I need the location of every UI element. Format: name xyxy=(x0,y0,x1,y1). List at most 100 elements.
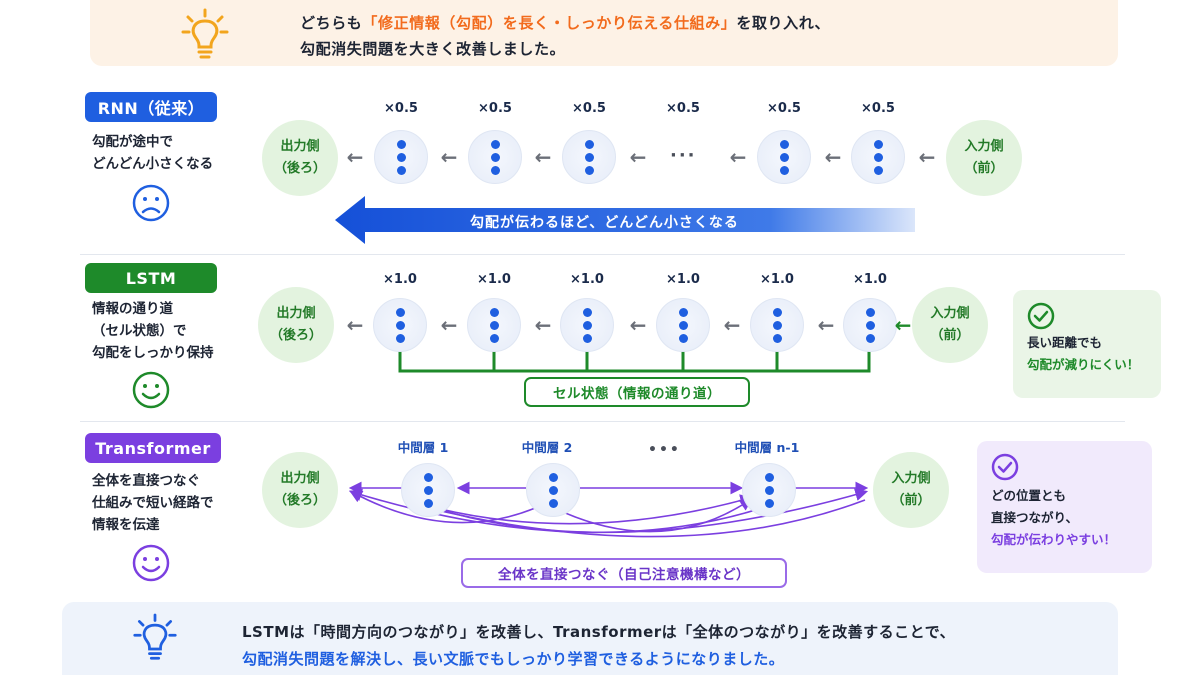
smile-face-icon xyxy=(132,371,170,409)
rnn-multiplier: ×0.5 xyxy=(384,101,418,116)
top-banner-text: どちらも「修正情報（勾配）を長く・しっかり伝える仕組み」を取り入れ、 勾配消失問… xyxy=(300,10,830,62)
lightbulb-icon xyxy=(181,8,229,59)
rnn-multiplier: ×0.5 xyxy=(572,101,606,116)
rnn-multiplier: ×0.5 xyxy=(666,101,700,116)
lstm-desc-line1: 情報の通り道 xyxy=(92,301,173,317)
transformer-note-line3: 勾配が伝わりやすい！ xyxy=(991,532,1117,547)
transformer-note-line1: どの位置とも xyxy=(991,488,1067,503)
summary-line1: LSTMは「時間方向のつながり」を改善し、Transformerは「全体のつなが… xyxy=(242,623,956,641)
cell-state-label: セル状態（情報の通り道） xyxy=(524,377,750,407)
direct-connect-label: 全体を直接つなぐ（自己注意機構など） xyxy=(461,558,787,588)
lstm-desc-line2: （セル状態）で xyxy=(92,323,187,339)
arrow-left-icon: ← xyxy=(817,313,835,337)
transformer-output-label: 出力側 xyxy=(280,471,320,486)
transformer-desc-line1: 全体を直接つなぐ xyxy=(92,473,200,489)
arrow-left-icon: ← xyxy=(918,145,936,169)
top-banner xyxy=(90,0,1118,66)
smile-face-icon xyxy=(132,544,170,582)
transformer-badge: Transformer xyxy=(85,433,221,463)
rnn-flow-text: 勾配が伝わるほど、どんどん小さくなる xyxy=(470,215,739,231)
arrow-left-icon: ← xyxy=(894,313,912,337)
section-divider xyxy=(80,254,1125,255)
rnn-output-endpoint: 出力側 （後ろ） xyxy=(262,120,338,196)
rnn-node xyxy=(374,130,428,184)
transformer-layer-label: 中間層 n-1 xyxy=(734,440,800,455)
transformer-node xyxy=(526,463,580,517)
transformer-desc-line3: 情報を伝達 xyxy=(92,517,160,533)
transformer-description: 全体を直接つなぐ 仕組みで短い経路で 情報を伝達 xyxy=(92,470,214,536)
arrow-left-icon: ← xyxy=(346,313,364,337)
lstm-output-label: 出力側 xyxy=(276,306,316,321)
banner-line1-pre: どちらも xyxy=(300,14,363,32)
lstm-multiplier: ×1.0 xyxy=(383,272,417,287)
transformer-layer-label: 中間層 1 xyxy=(397,440,449,455)
arrow-left-icon: ← xyxy=(440,145,458,169)
transformer-node xyxy=(401,463,455,517)
rnn-input-endpoint: 入力側 （前） xyxy=(946,120,1022,196)
banner-line1-highlight: 「修正情報（勾配）を長く・しっかり伝える仕組み」 xyxy=(362,14,737,32)
rnn-multiplier: ×0.5 xyxy=(767,101,801,116)
transformer-output-endpoint: 出力側 （後ろ） xyxy=(262,452,338,528)
lstm-note-box: 長い距離でも 勾配が減りにくい！ xyxy=(1013,290,1161,398)
lstm-multiplier: ×1.0 xyxy=(853,272,887,287)
lstm-node xyxy=(467,298,521,352)
rnn-multiplier: ×0.5 xyxy=(861,101,895,116)
lstm-node xyxy=(560,298,614,352)
rnn-output-label: 出力側 xyxy=(280,139,320,154)
arrow-left-icon: ← xyxy=(534,145,552,169)
lstm-input-endpoint: 入力側 （前） xyxy=(912,287,988,363)
banner-line2: 勾配消失問題を大きく改善しました。 xyxy=(300,40,566,58)
lstm-badge: LSTM xyxy=(85,263,217,293)
lstm-description: 情報の通り道 （セル状態）で 勾配をしっかり保持 xyxy=(92,298,214,364)
lstm-multiplier: ×1.0 xyxy=(760,272,794,287)
lstm-desc-line3: 勾配をしっかり保持 xyxy=(92,345,214,361)
banner-line1-post: を取り入れ、 xyxy=(736,14,831,32)
summary-text: LSTMは「時間方向のつながり」を改善し、Transformerは「全体のつなが… xyxy=(242,619,955,673)
transformer-input-label: 入力側 xyxy=(891,471,931,486)
check-circle-icon xyxy=(991,453,1019,481)
lstm-node xyxy=(843,298,897,352)
arrow-left-icon: ← xyxy=(723,313,741,337)
lstm-multiplier: ×1.0 xyxy=(570,272,604,287)
rnn-node xyxy=(851,130,905,184)
arrow-left-icon: ← xyxy=(629,313,647,337)
transformer-layer-label: 中間層 2 xyxy=(521,440,573,455)
lstm-multiplier: ×1.0 xyxy=(666,272,700,287)
check-circle-icon xyxy=(1027,302,1055,330)
lstm-input-sublabel: （前） xyxy=(930,328,970,343)
rnn-badge: RNN（従来） xyxy=(85,92,217,122)
transformer-desc-line2: 仕組みで短い経路で xyxy=(92,495,214,511)
lstm-output-sublabel: （後ろ） xyxy=(269,328,322,343)
transformer-node xyxy=(742,463,796,517)
rnn-node xyxy=(562,130,616,184)
rnn-description: 勾配が途中で どんどん小さくなる xyxy=(92,131,213,175)
lstm-note-line2: 勾配が減りにくい！ xyxy=(1027,357,1140,372)
transformer-note-box: どの位置とも 直接つながり、 勾配が伝わりやすい！ xyxy=(977,441,1152,573)
transformer-ellipsis: ••• xyxy=(648,442,681,458)
lstm-input-label: 入力側 xyxy=(930,306,970,321)
lstm-multiplier: ×1.0 xyxy=(477,272,511,287)
arrow-left-icon: ← xyxy=(534,313,552,337)
arrow-left-icon: ← xyxy=(440,313,458,337)
rnn-desc-line2: どんどん小さくなる xyxy=(92,156,214,172)
lstm-note-line1: 長い距離でも xyxy=(1027,335,1103,350)
lstm-node xyxy=(373,298,427,352)
rnn-input-sublabel: （前） xyxy=(964,161,1004,176)
arrow-left-icon: ← xyxy=(629,145,647,169)
cell-state-line xyxy=(398,345,871,373)
lightbulb-icon xyxy=(133,613,177,660)
rnn-input-label: 入力側 xyxy=(964,139,1004,154)
rnn-gradient-flow-arrow xyxy=(335,196,915,244)
transformer-input-sublabel: （前） xyxy=(891,493,931,508)
transformer-note-line2: 直接つながり、 xyxy=(991,510,1079,525)
lstm-output-endpoint: 出力側 （後ろ） xyxy=(258,287,334,363)
rnn-multiplier: ×0.5 xyxy=(478,101,512,116)
arrow-left-icon: ← xyxy=(729,145,747,169)
arrow-left-icon: ← xyxy=(346,145,364,169)
arrow-left-icon: ← xyxy=(824,145,842,169)
rnn-node xyxy=(757,130,811,184)
rnn-output-sublabel: （後ろ） xyxy=(273,161,326,176)
transformer-output-sublabel: （後ろ） xyxy=(273,493,326,508)
sad-face-icon xyxy=(132,184,170,222)
rnn-node xyxy=(468,130,522,184)
